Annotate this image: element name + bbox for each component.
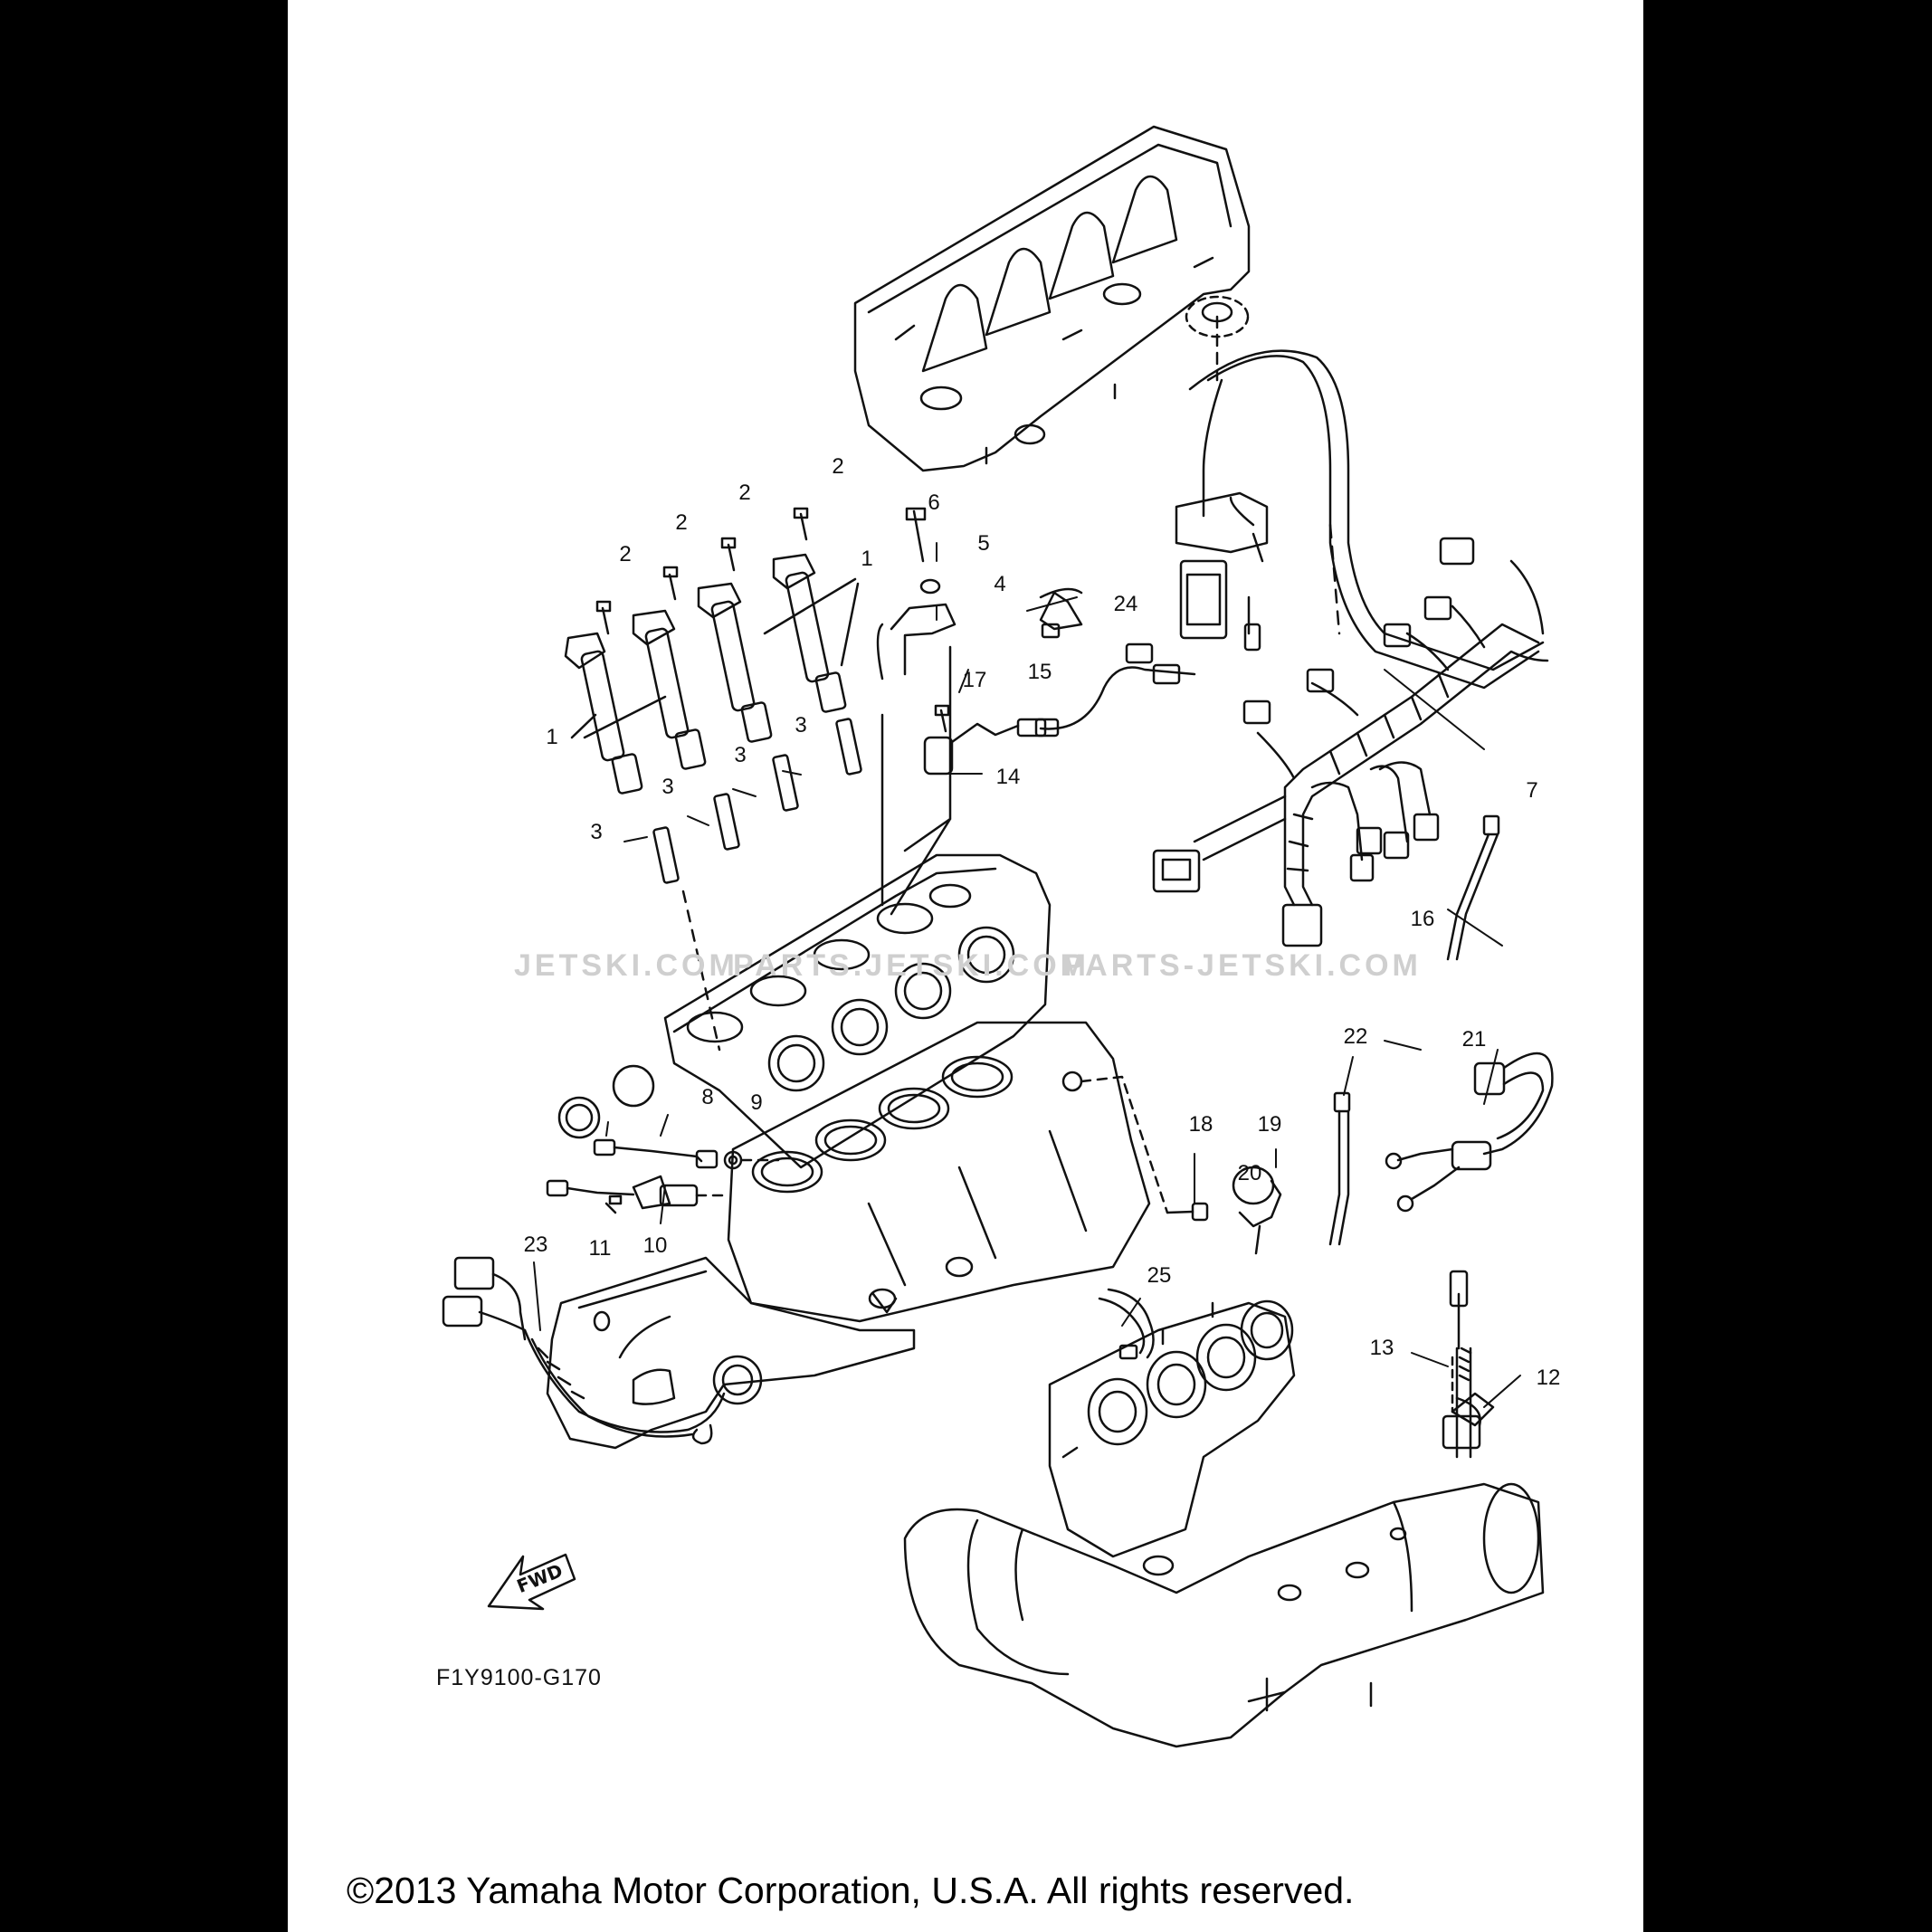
callout-5[interactable]: 5 xyxy=(977,531,990,556)
callout-2[interactable]: 2 xyxy=(619,542,632,566)
callout-8[interactable]: 8 xyxy=(701,1085,714,1109)
callout-3[interactable]: 3 xyxy=(661,775,674,799)
callout-23[interactable]: 23 xyxy=(523,1232,548,1257)
crankcase-drawing xyxy=(546,1256,916,1450)
callout-11[interactable]: 11 xyxy=(588,1236,612,1261)
watermark: JETSKI.COM xyxy=(514,948,738,983)
callout-1[interactable]: 1 xyxy=(546,725,558,749)
forward-arrow-icon: FWD xyxy=(487,1553,576,1611)
callout-3[interactable]: 3 xyxy=(734,743,747,767)
watermark: PARTS.JETSKI.COM xyxy=(733,948,1090,983)
callout-13[interactable]: 13 xyxy=(1369,1336,1394,1360)
callout-7[interactable]: 7 xyxy=(1526,778,1538,803)
parts-diagram-sheet xyxy=(288,0,1643,1932)
callout-9[interactable]: 9 xyxy=(750,1090,763,1115)
callout-22[interactable]: 22 xyxy=(1343,1024,1368,1049)
callout-17[interactable]: 17 xyxy=(962,668,987,692)
exhaust-manifold-drawing xyxy=(1048,1299,1296,1576)
callout-2[interactable]: 2 xyxy=(675,510,688,535)
callout-19[interactable]: 19 xyxy=(1257,1112,1282,1137)
exhaust-pipe-drawing xyxy=(903,1270,1545,1748)
sensor-bracket-drawing xyxy=(876,507,1196,916)
wire-harness-drawing xyxy=(1152,315,1549,947)
callout-16[interactable]: 16 xyxy=(1410,907,1435,931)
callout-12[interactable]: 12 xyxy=(1536,1366,1561,1390)
callout-14[interactable]: 14 xyxy=(995,765,1021,789)
cam-sensor-drawing xyxy=(546,1138,780,1214)
callout-24[interactable]: 24 xyxy=(1113,592,1138,616)
cylinder-head-drawing xyxy=(557,853,1052,1169)
watermark: PARTS-JETSKI.COM xyxy=(1063,948,1422,983)
battery-cable-drawing xyxy=(1385,1052,1554,1213)
callout-3[interactable]: 3 xyxy=(590,820,603,844)
copyright-notice: ©2013 Yamaha Motor Corporation, U.S.A. A… xyxy=(347,1870,1355,1911)
callout-15[interactable]: 15 xyxy=(1027,660,1052,684)
temperature-sensor-drawing xyxy=(1166,1166,1282,1255)
sub-harness-drawing xyxy=(442,1256,726,1445)
callout-leader-lines xyxy=(533,542,1521,1408)
intake-manifold-drawing xyxy=(853,125,1251,472)
callout-18[interactable]: 18 xyxy=(1188,1112,1213,1137)
ignition-coils-drawing xyxy=(564,507,860,795)
cylinder-block-drawing xyxy=(727,1021,1169,1323)
callout-3[interactable]: 3 xyxy=(795,713,807,738)
callout-4[interactable]: 4 xyxy=(994,572,1006,596)
callout-2[interactable]: 2 xyxy=(738,481,751,505)
callout-21[interactable]: 21 xyxy=(1461,1027,1487,1052)
callout-10[interactable]: 10 xyxy=(642,1233,668,1258)
spark-plugs-drawing xyxy=(652,718,862,1052)
callout-6[interactable]: 6 xyxy=(928,490,940,515)
callout-2[interactable]: 2 xyxy=(832,454,844,479)
callout-20[interactable]: 20 xyxy=(1237,1161,1262,1185)
callout-25[interactable]: 25 xyxy=(1147,1263,1172,1288)
drawing-code: F1Y9100-G170 xyxy=(436,1665,602,1690)
callout-1[interactable]: 1 xyxy=(861,547,873,571)
